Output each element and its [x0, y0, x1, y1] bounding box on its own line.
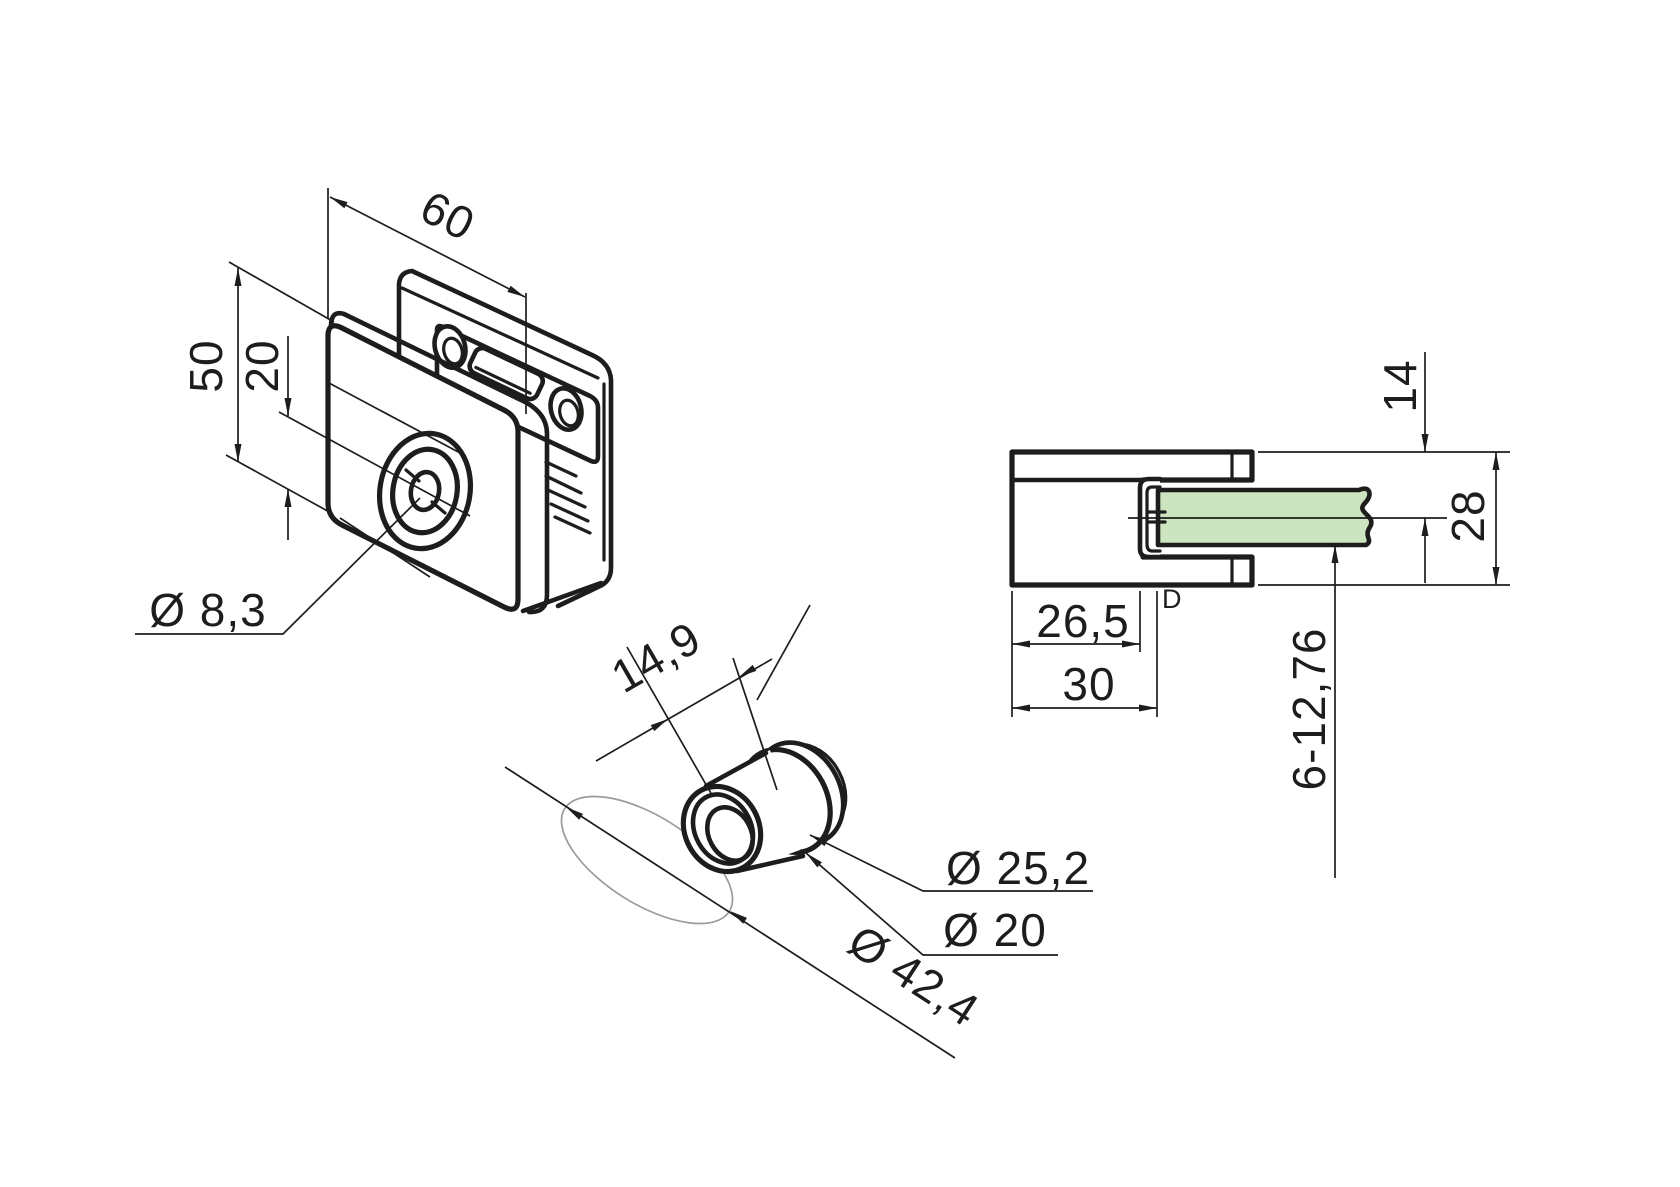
hole-diameter-label: Ø 8,3 [149, 584, 267, 636]
dim-clamp-height-label: 28 [1442, 489, 1494, 542]
dim-adapter-length-label: 14,9 [602, 611, 709, 703]
dimension-hole-offset: 20 [236, 336, 292, 540]
adapter-bore [704, 805, 756, 863]
neck-diameter-label: Ø 20 [943, 904, 1047, 956]
dim-height-label: 50 [180, 339, 232, 392]
dim-hole-offset-label: 20 [236, 339, 288, 392]
dim-inner-depth-label: 26,5 [1036, 595, 1130, 647]
side-extension-lines [1011, 451, 1510, 717]
isometric-view: 60 50 20 Ø 8,3 [135, 180, 614, 636]
clamp-front-plate-sides [328, 310, 604, 615]
callout-hole-diameter: Ø 8,3 [135, 497, 421, 636]
callout-flange-diameter: Ø 25,2 [809, 834, 1093, 894]
dim-top-to-center-label: 14 [1374, 359, 1426, 412]
dim-width-label: 60 [412, 180, 483, 250]
flange-diameter-label: Ø 25,2 [946, 842, 1090, 894]
jaw-slot [467, 345, 546, 402]
callout-neck-diameter: Ø 20 [805, 852, 1058, 956]
dimension-clamp-height: 28 [1442, 452, 1500, 585]
dim-glass-thickness-label: 6-12,76 [1283, 627, 1335, 790]
dim-depth-label: 30 [1062, 658, 1115, 710]
iso-construction-lines [278, 382, 471, 578]
dimension-depth: 30 [1012, 658, 1157, 712]
dimension-height: 50 [180, 261, 335, 515]
gasket-serrations [544, 460, 592, 535]
tube-adapter [680, 740, 848, 875]
glass-datum-label: D [1162, 584, 1182, 614]
centering-marks [1147, 510, 1167, 524]
tube-adapter-view: Ø 42,4 14,9 [504, 604, 1093, 1059]
dimension-inner-depth: 26,5 [1012, 595, 1140, 648]
side-view: 26,5 30 D 14 28 [1009, 352, 1510, 878]
glass-panel [1155, 486, 1374, 548]
dimension-top-to-center: 14 [1374, 352, 1429, 583]
jaw-screw-hole-right [548, 386, 584, 432]
dimension-glass-thickness: 6-12,76 [1283, 545, 1339, 878]
